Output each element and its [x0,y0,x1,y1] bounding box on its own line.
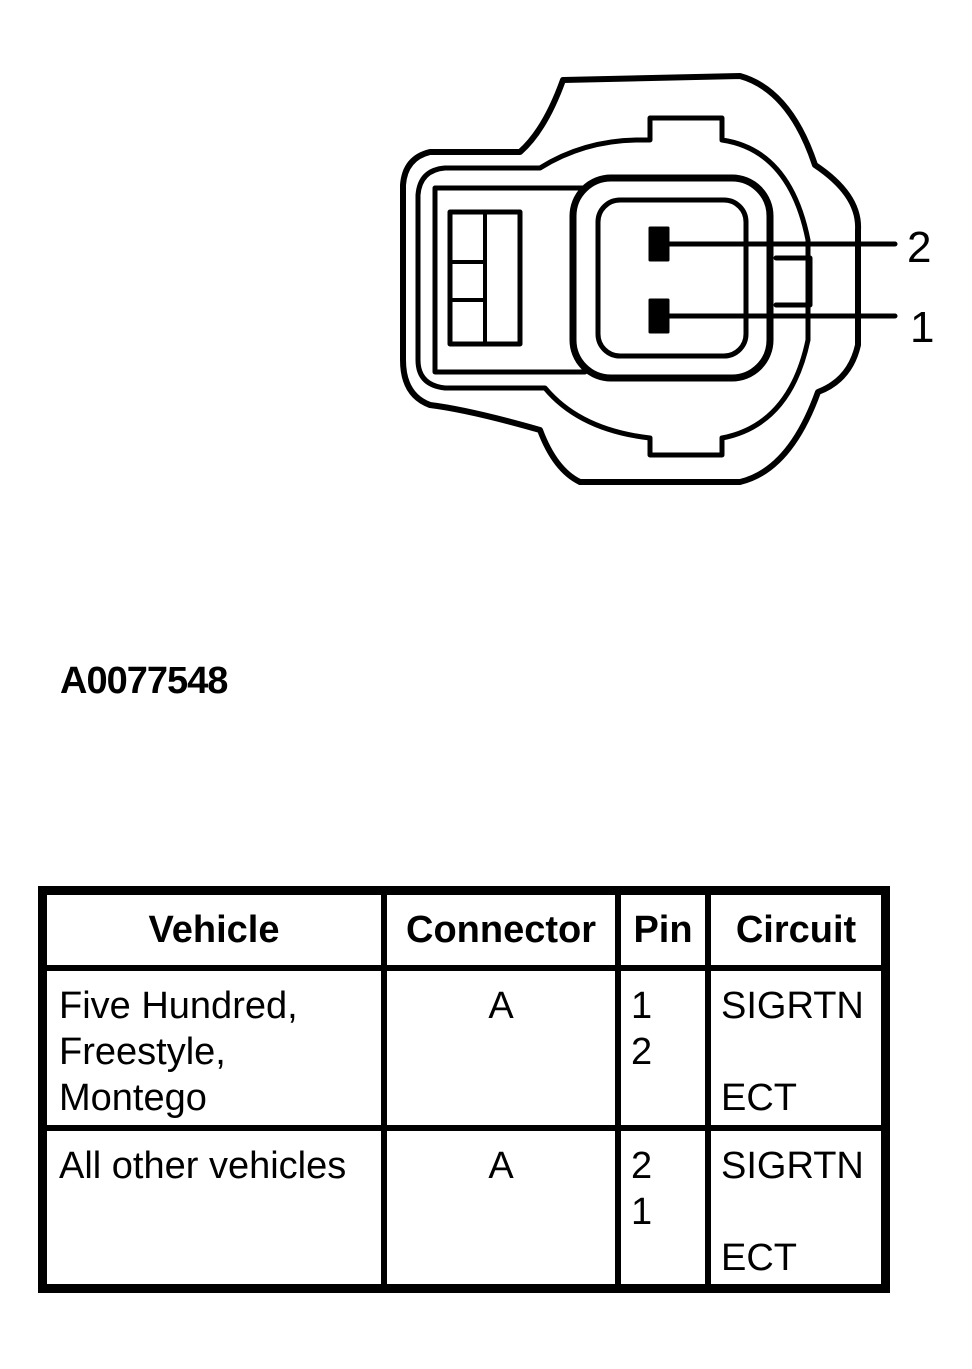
circuit-value: ECT [721,1077,797,1119]
connector-latch [432,185,588,375]
pin-assignment-table: Vehicle Connector Pin Circuit Five Hundr… [38,886,890,1293]
vehicle-cell: Five Hundred, Freestyle, Montego [44,968,384,1128]
pin-cell: 1 2 [618,968,708,1128]
pin-value: 1 [631,985,653,1027]
pin-label-1: 1 [910,303,934,352]
pin-cavity-inner [595,197,749,359]
pin-value [631,1075,705,1121]
header-connector: Connector [384,892,618,968]
connector-housing-outline [400,73,862,485]
header-vehicle: Vehicle [44,892,384,968]
connector-cell: A [384,968,618,1128]
connector-diagram: 2 1 [400,73,934,485]
connector-value: A [488,985,514,1027]
pin-cell: 2 1 [618,1127,708,1287]
connector-inner-outline [415,115,811,458]
circuit-value [721,1029,881,1075]
circuit-value: ECT [721,1236,797,1279]
vehicle-line [59,1189,381,1235]
connector-value: A [488,1144,514,1187]
circuit-cell: SIGRTN ECT [708,968,884,1128]
vehicle-line: Five Hundred, [59,985,298,1027]
table-header-row: Vehicle Connector Pin Circuit [44,892,884,968]
vehicle-line: Montego [59,1077,207,1119]
vehicle-line [59,1235,381,1281]
figure-id: A0077548 [60,660,228,702]
pin-value: 1 [631,1190,653,1233]
circuit-value [721,1189,881,1235]
connector-cell: A [384,1127,618,1287]
pin-cavity-outer [569,174,774,382]
vehicle-line: All other vehicles [59,1144,347,1187]
vehicle-cell: All other vehicles [44,1127,384,1287]
table-row: All other vehicles A 2 1 SIGRTN ECT [44,1127,884,1287]
circuit-cell: SIGRTN ECT [708,1127,884,1287]
pin-value: 2 [631,1144,653,1187]
pin-label-2: 2 [907,223,931,272]
table-row: Five Hundred, Freestyle, Montego A 1 2 S… [44,968,884,1128]
pin-value [631,1235,705,1281]
pin-2 [648,226,670,262]
header-circuit: Circuit [708,892,884,968]
circuit-value: SIGRTN [721,1144,864,1187]
pin-value: 2 [631,1031,653,1073]
connector-key [773,255,813,308]
vehicle-line: Freestyle, [59,1031,226,1073]
circuit-value: SIGRTN [721,985,864,1027]
pin-1 [648,298,670,334]
header-pin: Pin [618,892,708,968]
